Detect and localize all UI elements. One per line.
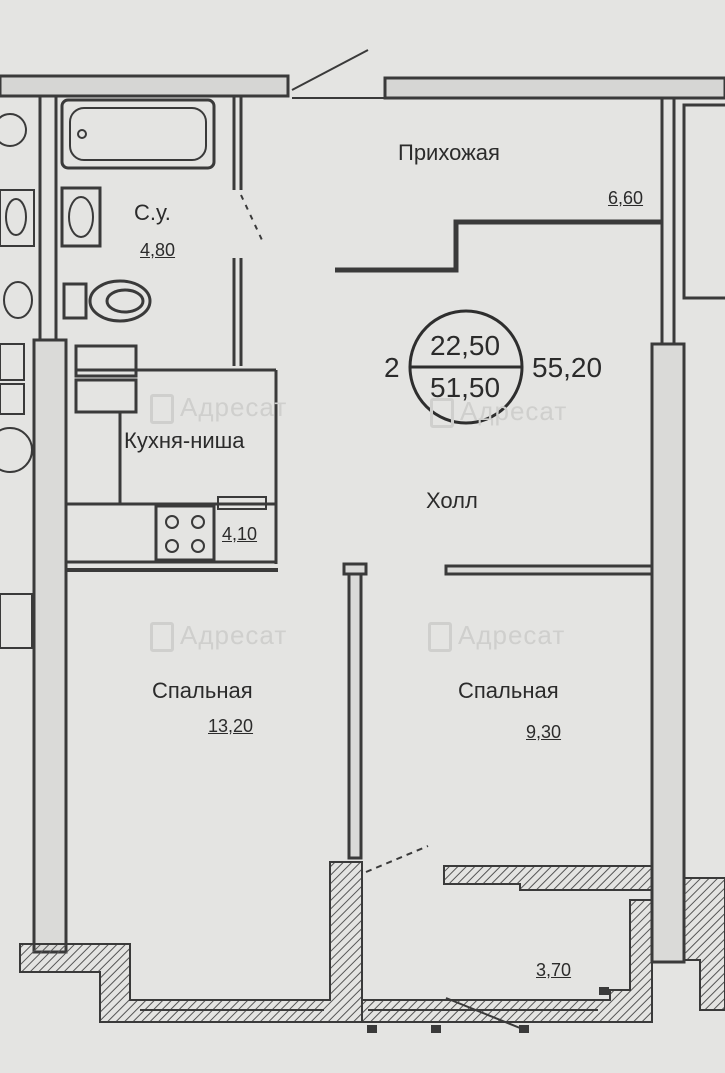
- neighbour-fixtures: [0, 113, 35, 649]
- right-pillar: [650, 342, 686, 964]
- watermark-logo-icon: [430, 398, 454, 429]
- bathroom-walls: [232, 96, 263, 366]
- total-area: 51,50: [430, 372, 501, 403]
- toilet: [62, 279, 152, 323]
- room-area-entry-hall: 6,60: [608, 188, 644, 208]
- watermark: Адресат: [150, 392, 287, 425]
- watermark: Адресат: [430, 396, 567, 429]
- room-name-bedroom-left: Спальная: [152, 678, 253, 703]
- exterior-wall-top: [0, 74, 725, 100]
- watermark: Адресат: [428, 620, 565, 653]
- room-name-bathroom: С.у.: [134, 200, 171, 225]
- bathtub: [60, 98, 216, 170]
- room-name-entry-hall: Прихожая: [398, 140, 500, 165]
- room-area-bathroom: 4,80: [140, 240, 176, 260]
- kitchen-walls: [64, 344, 278, 572]
- room-area-bedroom-right: 9,30: [526, 722, 562, 742]
- total-area-with-balcony: 55,20: [532, 352, 603, 383]
- watermark-logo-icon: [150, 622, 174, 653]
- hall-partition: [335, 219, 662, 273]
- watermark-logo-icon: [428, 622, 452, 653]
- room-area-balcony: 3,70: [536, 960, 572, 980]
- room-area-bedroom-left: 13,20: [208, 716, 254, 736]
- room-name-bedroom-right: Спальная: [458, 678, 559, 703]
- area-summary-circle: [408, 309, 524, 425]
- room-name-hall: Холл: [426, 488, 478, 513]
- left-pillar: [32, 338, 68, 954]
- sink: [60, 186, 102, 248]
- room-name-kitchen: Кухня-ниша: [124, 428, 245, 453]
- balcony: [19, 861, 725, 1033]
- entrance-door: [291, 49, 385, 99]
- watermark-logo-icon: [150, 394, 174, 425]
- watermark: Адресат: [150, 620, 287, 653]
- rooms-count: 2: [384, 352, 400, 383]
- bedroom-partitions: [342, 562, 654, 860]
- stove: [154, 496, 267, 562]
- room-area-kitchen: 4,10: [222, 524, 258, 544]
- living-area: 22,50: [430, 330, 501, 361]
